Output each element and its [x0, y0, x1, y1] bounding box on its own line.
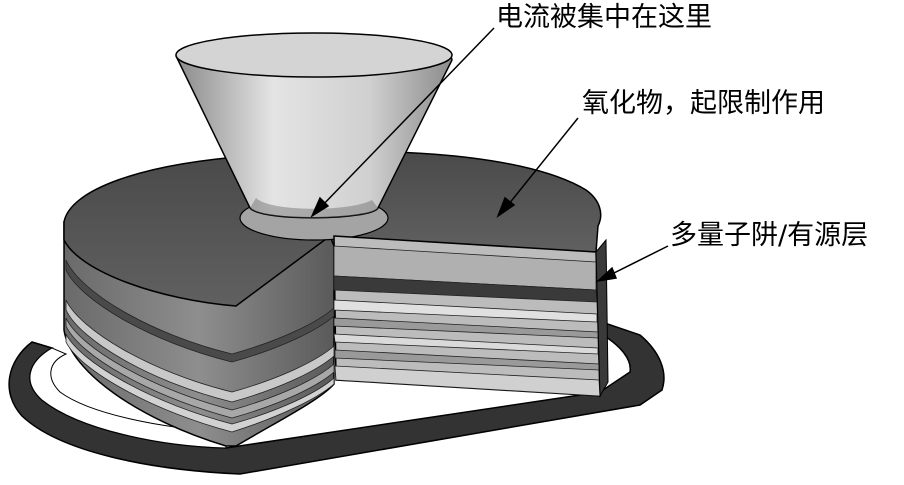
- cut-face-layers: [333, 245, 601, 397]
- label-oxide: 氧化物，起限制作用: [582, 88, 825, 119]
- cone-top: [175, 32, 453, 78]
- label-current-focus: 电流被集中在这里: [496, 2, 712, 33]
- label-mqw-active-layer: 多量子阱/有源层: [670, 220, 869, 251]
- arrows: [310, 27, 669, 283]
- arrow-current-head: [310, 196, 330, 218]
- arrow-mqw-head: [595, 266, 618, 283]
- arrow-oxide-head: [496, 196, 516, 218]
- left-layers: [65, 259, 335, 433]
- arrow-oxide: [503, 117, 579, 211]
- cone-shadow: [250, 198, 378, 218]
- arrow-current: [317, 27, 495, 211]
